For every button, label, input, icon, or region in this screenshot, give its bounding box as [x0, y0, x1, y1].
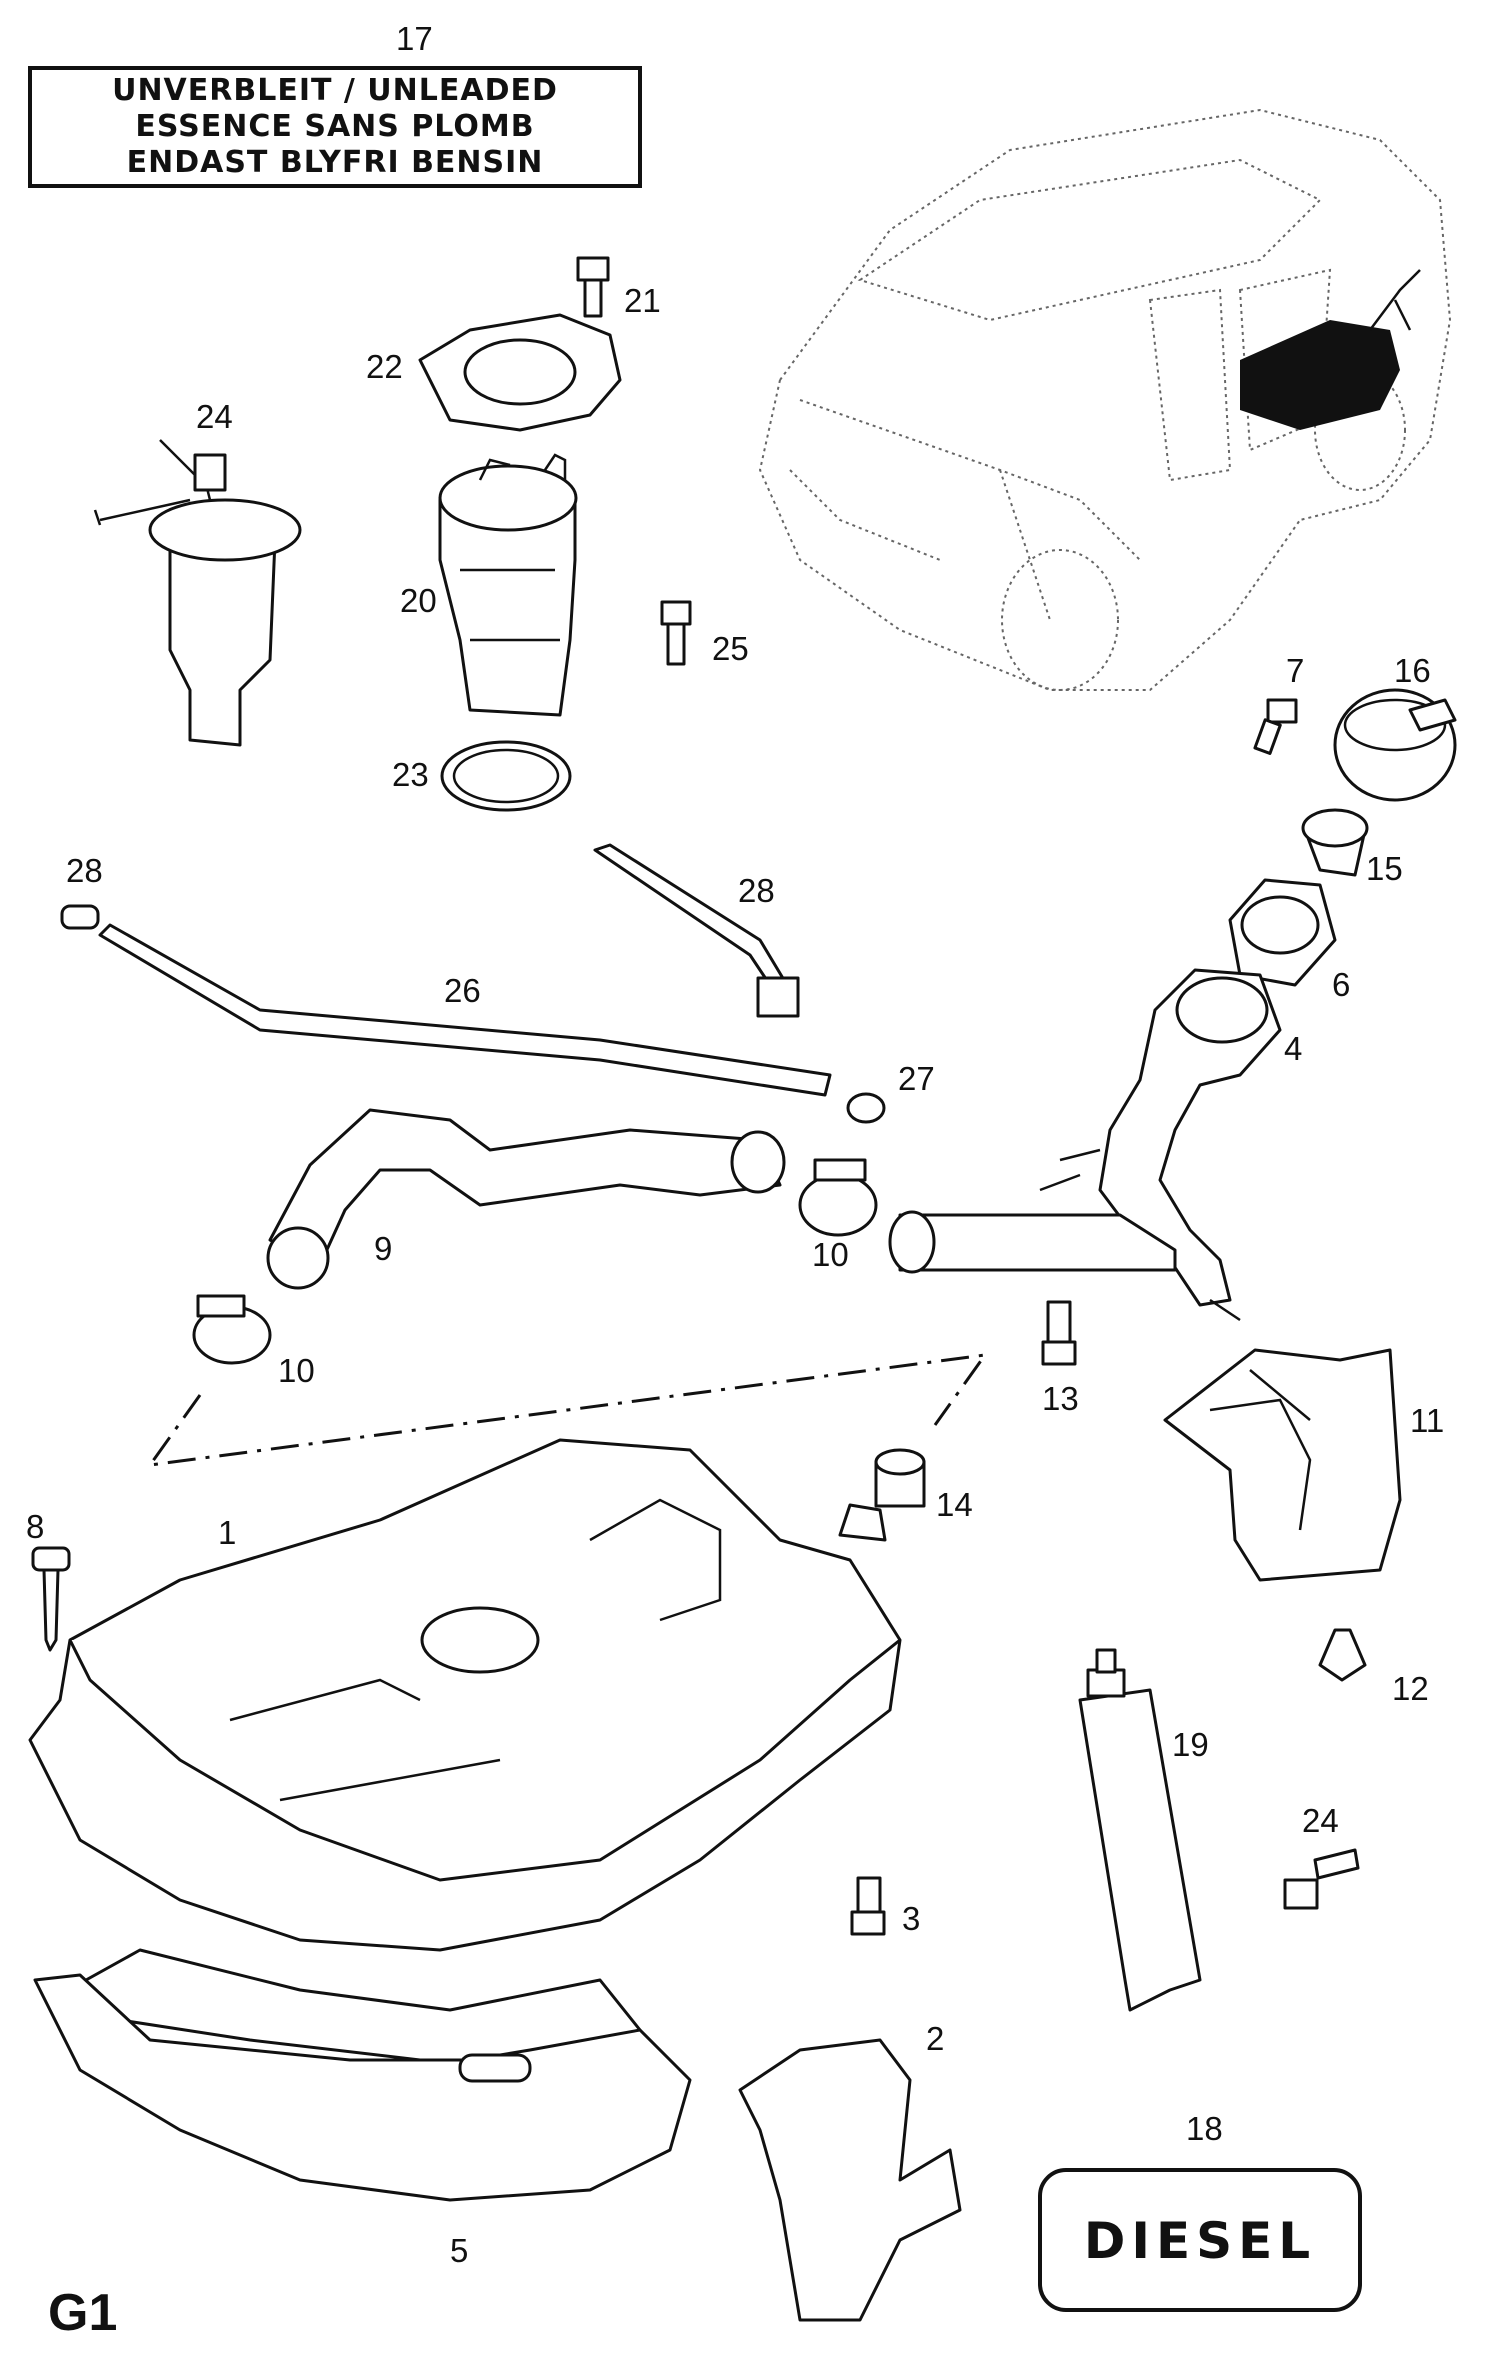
callout-19: 19 [1172, 1726, 1209, 1763]
cable-tie-28 [593, 843, 800, 1018]
clip-28 [60, 904, 100, 930]
bolt-24 [1283, 1848, 1360, 1910]
callout-15: 15 [1366, 850, 1403, 887]
callout-10-right: 10 [812, 1236, 849, 1273]
vehicle-outline [758, 108, 1452, 691]
figure-code: G1 [48, 2284, 117, 2342]
callout-28-right: 28 [738, 872, 775, 909]
screw-7 [1253, 698, 1298, 755]
diesel-sticker-text: DIESEL [1084, 2212, 1316, 2270]
callout-2: 2 [926, 2020, 944, 2057]
callout-11: 11 [1410, 1402, 1444, 1439]
callout-4: 4 [1284, 1030, 1302, 1067]
fuel-tank-1 [28, 1438, 902, 2082]
fuel-tank-opening [420, 1606, 540, 1674]
push-clip-12 [1318, 1628, 1367, 1682]
tank-strap-5 [33, 1973, 692, 2202]
fuel-sender-24 [93, 439, 302, 747]
hose-clamp-10-left-screw [196, 1294, 246, 1318]
bolt-13 [1041, 1300, 1077, 1366]
callout-20: 20 [400, 582, 437, 619]
callout-8: 8 [26, 1508, 44, 1545]
callout-23: 23 [392, 756, 429, 793]
callout-27: 27 [898, 1060, 935, 1097]
callout-18: 18 [1186, 2110, 1223, 2147]
callout-6: 6 [1332, 966, 1350, 1003]
sticker-line-1: UNVERBLEIT / UNLEADED [112, 73, 558, 108]
callout-26: 26 [444, 972, 481, 1009]
hose-9-end-right [730, 1130, 786, 1194]
callout-28-left: 28 [66, 852, 103, 889]
callout-10-left: 10 [278, 1352, 315, 1389]
clip-27 [846, 1092, 886, 1124]
hose-clamp-10-right [798, 1173, 878, 1237]
callout-21: 21 [624, 282, 661, 319]
callout-25: 25 [712, 630, 749, 667]
sticker-line-3: ENDAST BLYFRI BENSIN [127, 145, 544, 180]
filler-hose-9 [268, 1108, 782, 1267]
flange-6 [1228, 878, 1337, 987]
callout-3: 3 [902, 1900, 920, 1937]
callout-24-right: 24 [1302, 1802, 1339, 1839]
tank-strap-5-clip [458, 2053, 532, 2083]
callout-22: 22 [366, 348, 403, 385]
seal-ring-23-inner [452, 748, 560, 804]
callout-24-left: 24 [196, 398, 233, 435]
plug-14 [874, 1448, 926, 1508]
diesel-sticker: DIESEL [1038, 2168, 1362, 2312]
heat-shield-11 [1163, 1348, 1402, 1582]
mounting-plate-22 [418, 313, 622, 432]
fuel-cap-16 [1333, 688, 1457, 802]
callout-7: 7 [1286, 652, 1304, 689]
callout-12: 12 [1392, 1670, 1429, 1707]
callout-1: 1 [218, 1514, 236, 1551]
fuel-pump-20 [438, 453, 578, 717]
callout-16: 16 [1394, 652, 1431, 689]
alignment-guide-line [146, 1353, 989, 1467]
sealant-tube-19 [1078, 1648, 1202, 2012]
callout-5: 5 [450, 2232, 468, 2269]
callout-14: 14 [936, 1486, 973, 1523]
bolt-25 [660, 600, 692, 666]
sticker-line-2: ESSENCE SANS PLOMB [135, 109, 534, 144]
screw-8 [31, 1546, 71, 1652]
heat-shield-11-detail [1209, 1369, 1312, 1531]
callout-9: 9 [374, 1230, 392, 1267]
filler-neck-4 [888, 968, 1282, 1322]
bolt-3 [850, 1876, 886, 1936]
seal-ring-23 [440, 740, 572, 812]
sleeve-15 [1301, 808, 1369, 877]
bracket-2 [738, 2038, 962, 2322]
unleaded-sticker: UNVERBLEIT / UNLEADED ESSENCE SANS PLOMB… [28, 66, 642, 188]
bolt-21 [576, 256, 610, 318]
callout-13: 13 [1042, 1380, 1079, 1417]
fuel-tank-highlight [1240, 320, 1400, 430]
hose-clamp-10-right-screw [813, 1158, 867, 1182]
hose-9-end-left [266, 1226, 330, 1290]
callout-17: 17 [396, 20, 433, 57]
breather-pipe-26 [98, 923, 832, 1097]
